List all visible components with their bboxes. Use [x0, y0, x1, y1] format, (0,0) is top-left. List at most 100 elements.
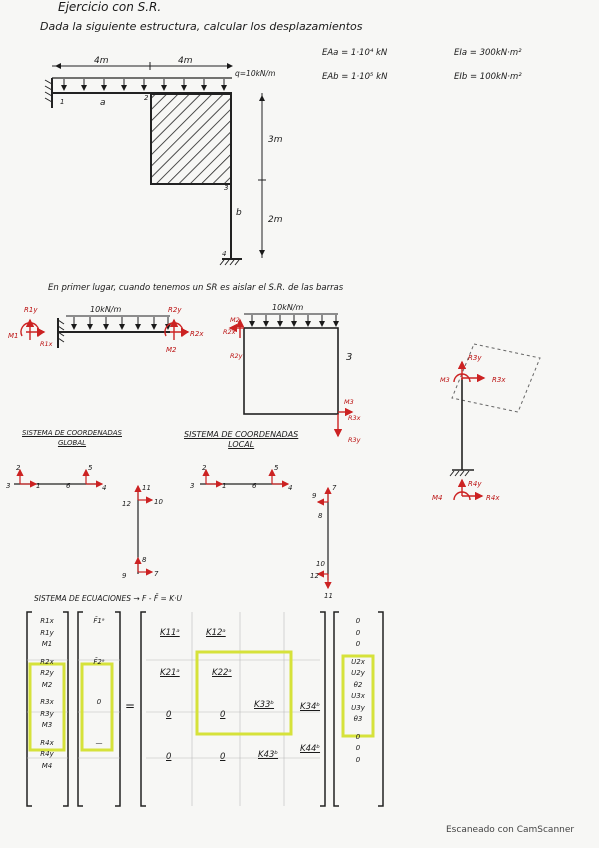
fbd-m2: M2	[166, 346, 177, 354]
K-34: K34ᵇ	[300, 702, 321, 712]
dim-top-right: 4m	[178, 56, 193, 66]
F-6: R3x	[40, 698, 54, 706]
node-2-label: 2	[144, 94, 149, 102]
Fbar-9: —	[95, 738, 103, 747]
dim-side-top: 3m	[268, 135, 283, 145]
fbd-m3-c: M3	[440, 376, 450, 384]
fbd-three-mark: 3	[346, 352, 352, 363]
gl-v-9: 9	[122, 572, 127, 580]
matrix-grid	[27, 612, 320, 806]
gl-v-8: 8	[142, 556, 147, 564]
subtitle: En primer lugar, cuando tenemos un SR es…	[48, 283, 344, 293]
fbd-r2y-b: R2y	[230, 352, 243, 360]
K-22: K22ᵃ	[212, 668, 232, 678]
F-3: R2x	[40, 657, 54, 666]
dim-side-bottom: 2m	[268, 215, 283, 225]
lc-v-11: 11	[324, 592, 333, 600]
fbd-r2x: R2x	[190, 330, 204, 338]
F-5: M2	[41, 680, 53, 689]
Fbar-2	[82, 639, 116, 651]
problem-statement: Dada la siguiente estructura, calcular l…	[40, 20, 363, 33]
U-4: U2y	[351, 669, 365, 677]
coord-global-label-2: GLOBAL	[57, 439, 87, 447]
U-8: θ3	[353, 715, 363, 723]
U-6: U3x	[351, 692, 365, 700]
coord-local-diagram: 2 3 1 5 6 4 7 9 8 10 12 11	[190, 464, 337, 600]
Fbar-6: 0	[96, 698, 102, 706]
rigid-block	[150, 93, 232, 185]
gl-v-10: 10	[154, 498, 163, 506]
fbd-m4: M4	[432, 494, 443, 502]
load-label: q=10kN/m	[235, 69, 275, 78]
lc-v-10: 10	[316, 560, 325, 568]
lc-h-5: 5	[274, 464, 279, 472]
coord-global-label: SISTEMA DE COORDENADAS GLOBAL	[22, 428, 122, 448]
prop-ea-a: EAa = 1·10⁴ kN	[322, 48, 388, 58]
U-9: 0	[355, 732, 361, 741]
fbd-r3x: R3x	[348, 414, 361, 422]
equals-sign: =	[125, 699, 135, 713]
scanner-watermark: Escaneado con CamScanner	[446, 825, 575, 835]
U-10: 0	[355, 744, 361, 752]
K-42: 0	[220, 752, 226, 762]
fbd-column-b: R3y M3 R3x R4y M4 R4x	[432, 343, 541, 502]
lc-v-12: 12	[310, 572, 319, 580]
K-44: K44ᵇ	[300, 744, 321, 754]
bar-a-label: a	[100, 98, 106, 108]
fbd-m1: M1	[8, 332, 19, 340]
U-7: U3y	[351, 703, 365, 712]
prop-ei-a: EIa = 300kN·m²	[454, 48, 522, 58]
vector-U: 0 0 0 U2x U2y θ2 U3x U3y θ3 0 0 0	[342, 616, 374, 766]
gl-h-4: 4	[102, 484, 106, 492]
gl-h-5: 5	[88, 464, 93, 472]
bar-b-label: b	[236, 208, 242, 218]
F-7: R3y	[40, 709, 54, 718]
fbd-r3y-c: R3y	[468, 354, 482, 362]
fbd-r1x: R1x	[40, 340, 53, 348]
node-3-label: 3	[224, 184, 228, 192]
fbd-r4y: R4y	[468, 480, 482, 488]
gl-v-12: 12	[122, 500, 131, 508]
exercise-title: Ejercicio con S.R.	[58, 0, 162, 14]
Fbar-7	[82, 709, 116, 721]
fbd-m3: M3	[344, 398, 354, 406]
lc-v-8: 8	[318, 512, 323, 520]
lc-h-4: 4	[288, 484, 292, 492]
U-0: 0	[355, 617, 361, 625]
fbd-r1y: R1y	[24, 306, 38, 314]
F-9: R4x	[40, 738, 54, 747]
gl-h-1: 1	[36, 482, 40, 490]
U-1: 0	[355, 628, 361, 637]
fbd-r4x: R4x	[486, 494, 500, 502]
K-12: K12ᵃ	[206, 628, 226, 638]
gl-h-2: 2	[16, 464, 21, 472]
dim-top-left: 4m	[94, 56, 109, 66]
lc-v-9: 9	[312, 492, 317, 500]
Fbar-1	[82, 628, 116, 640]
matrix-brackets	[26, 611, 384, 807]
fbd-load-left: 10kN/m	[90, 305, 121, 314]
lc-h-2: 2	[202, 464, 207, 472]
lc-h-6: 6	[252, 482, 257, 490]
matrix-highlights	[28, 650, 375, 752]
coord-global-diagram: 2 3 1 5 6 4 11 12 10 8 9 7	[6, 464, 163, 580]
coord-local-label-2: LOCAL	[228, 440, 255, 449]
vector-F: R1x R1y M1 R2x R2y M2 R3x R3y M3 R4x R4y…	[30, 616, 64, 772]
F-11: M4	[41, 761, 53, 770]
vector-Fbar: F̄1ᵃ F̄2ᵃ 0 —	[82, 616, 116, 749]
Fbar-0: F̄1ᵃ	[93, 617, 105, 625]
fbd-load-right: 10kN/m	[272, 303, 303, 312]
Fbar-5	[82, 680, 116, 692]
lc-h-1: 1	[222, 482, 226, 490]
F-2: M1	[41, 640, 53, 648]
lc-v-7: 7	[332, 484, 337, 492]
fbd-r3x-c: R3x	[492, 376, 506, 384]
prop-ei-b: EIb = 100kN·m²	[454, 72, 522, 82]
coord-global-label-1: SISTEMA DE COORDENADAS	[22, 429, 122, 437]
fbd-r3y: R3y	[348, 436, 361, 444]
K-31: 0	[166, 710, 172, 720]
node-4-label: 4	[222, 250, 226, 258]
K-32: 0	[220, 710, 226, 720]
gl-v-11: 11	[142, 484, 151, 492]
